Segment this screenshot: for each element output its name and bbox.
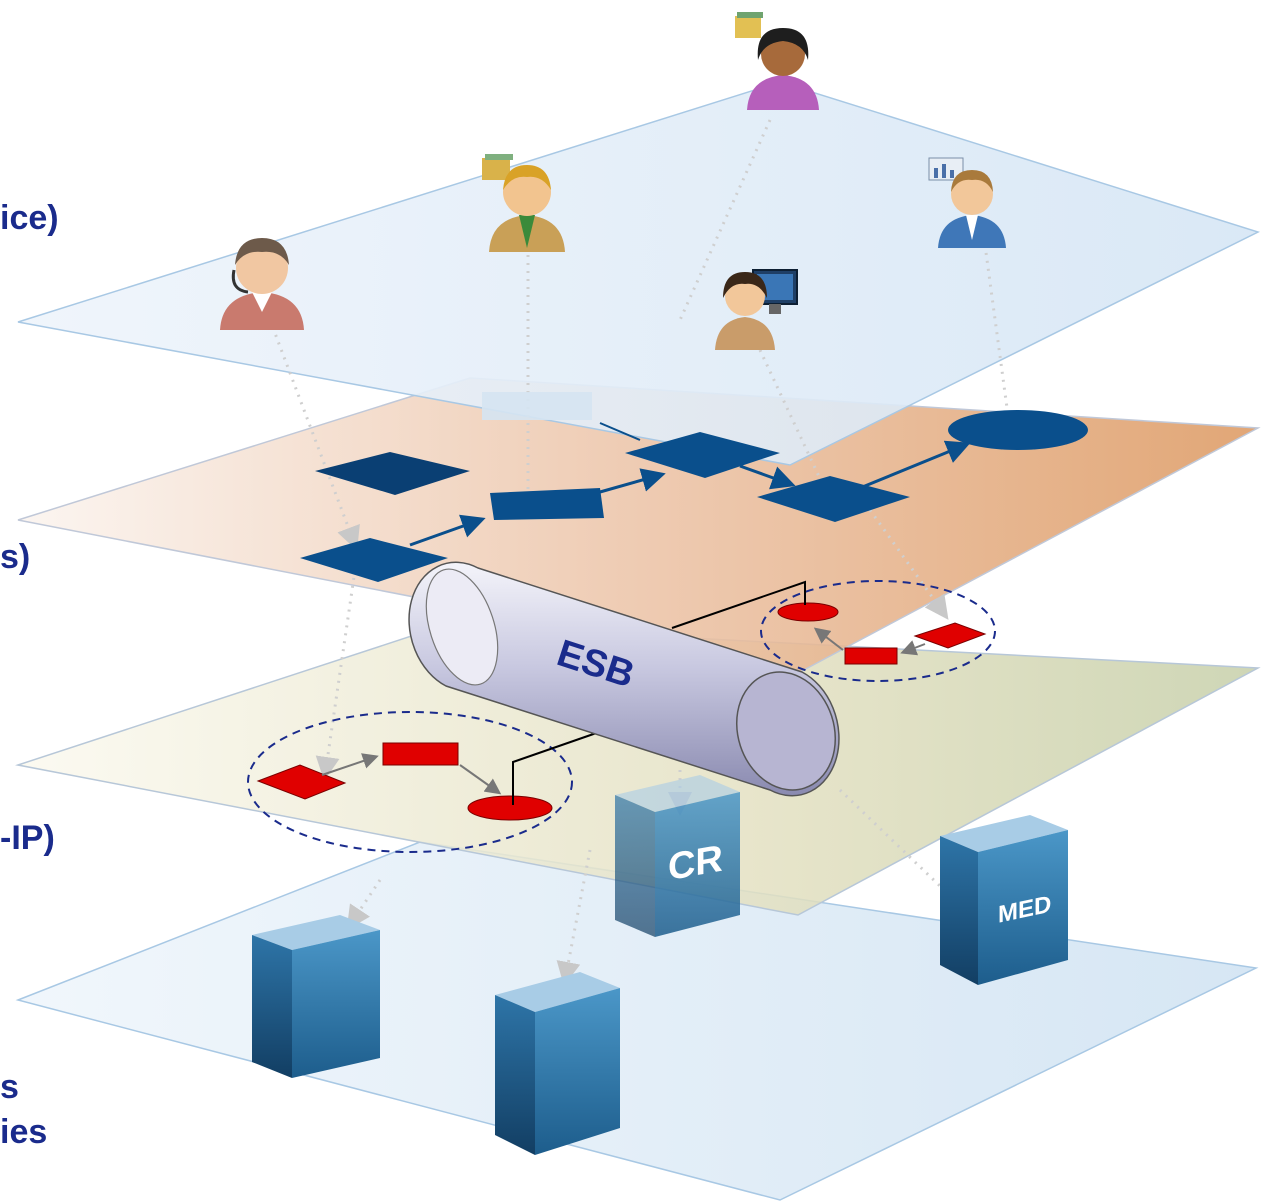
esb-bus: ESB: [408, 561, 840, 797]
system-cube-di: DI: [495, 972, 620, 1203]
service-end-left: [467, 795, 553, 821]
system-cube-cr: CR: [615, 775, 740, 937]
systems-layer-label-line2: ies: [0, 1113, 48, 1151]
user-layer-label: ice): [0, 199, 59, 237]
user-layer-plane: [17, 81, 1261, 466]
service-decision-left: [256, 764, 347, 800]
service-layer-label: -IP): [0, 819, 55, 857]
service-task-left: [382, 742, 459, 766]
desktop-user-icon: [715, 269, 798, 350]
esb-connectors: [512, 580, 806, 805]
business-user-icon: [482, 154, 565, 252]
process-step-3: [625, 432, 780, 478]
process-step-2: [490, 488, 604, 520]
service-end-right: [777, 602, 839, 622]
service-decision-right: [913, 622, 987, 649]
service-composition-left: [247, 711, 573, 853]
systems-layer-label-line1: s: [0, 1068, 19, 1106]
system-cube-lab: LAB: [252, 915, 380, 1169]
call-center-agent-icon: [220, 238, 304, 330]
process-layer-label: s): [0, 538, 31, 576]
executive-user-icon: [735, 12, 819, 110]
system-cube-med: MED: [940, 815, 1068, 985]
service-task-right: [844, 647, 898, 665]
system-label-lab: LAB: [315, 1132, 364, 1169]
system-label-cr: CR: [668, 837, 723, 889]
system-label-di: DI: [548, 1158, 596, 1203]
process-step-1: [300, 538, 448, 582]
manager-user-icon: [928, 157, 1006, 248]
services-layer-plane: [15, 624, 1261, 916]
process-step-decision: [315, 452, 470, 495]
service-composition-right: [760, 580, 996, 682]
process-end: [948, 410, 1088, 450]
process-flow: [300, 392, 1088, 582]
